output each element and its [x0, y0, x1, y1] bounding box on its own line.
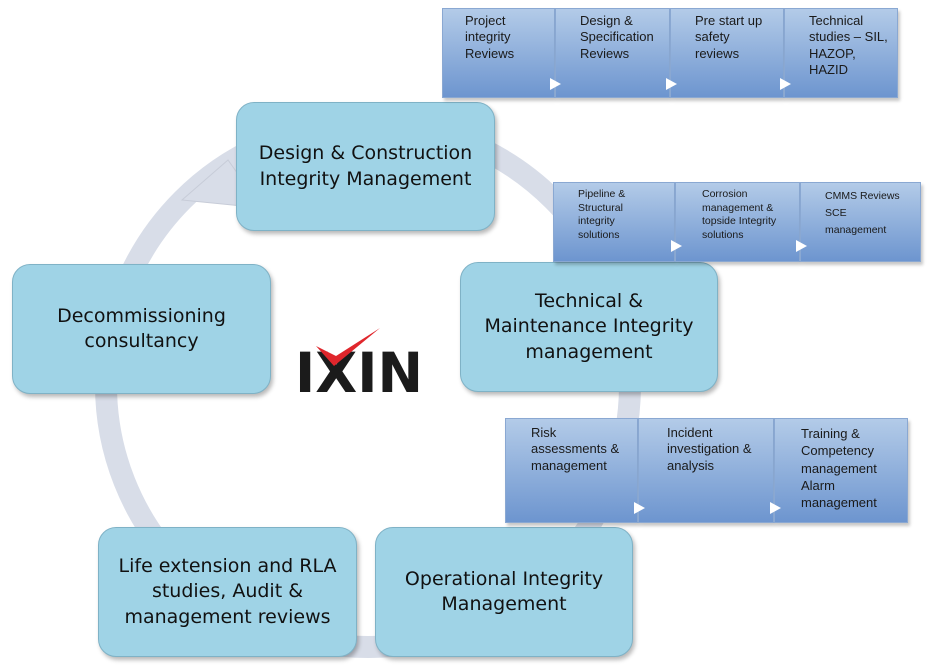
design-sub-text: Technical studies – SIL, HAZOP, HAZID [809, 13, 888, 77]
design-sub-item: Pre start up safety reviews [670, 8, 784, 98]
technical-sub-text: CMMS Reviews SCE management [825, 190, 900, 236]
node-operational-label: Operational Integrity Management [404, 567, 604, 615]
operational-sub-text: Incident investigation & analysis [667, 425, 752, 473]
design-flow-arrow [666, 78, 677, 90]
design-flow-arrow [550, 78, 561, 90]
operational-sub-item: Risk assessments & management [505, 418, 638, 523]
logo-checkmark-icon [316, 328, 380, 366]
operational-sub-text: Risk assessments & management [531, 425, 620, 473]
node-technical-maintenance-label: Technical & Maintenance Integrity manage… [484, 290, 694, 363]
node-design-construction-label: Design & Construction Integrity Manageme… [258, 142, 473, 190]
technical-sub-item: Corrosion management & topside Integrity… [675, 182, 800, 262]
design-sub-text: Pre start up safety reviews [695, 13, 763, 61]
design-sub-item: Project integrity Reviews [442, 8, 555, 98]
design-sub-item: Technical studies – SIL, HAZOP, HAZID [784, 8, 898, 98]
design-sub-text: Design & Specification Reviews [580, 13, 654, 61]
technical-sub-text: Pipeline & Structural integrity solution… [578, 188, 626, 241]
technical-flow-arrow [796, 240, 807, 252]
node-life-extension: Life extension and RLA studies, Audit & … [98, 527, 357, 657]
node-life-extension-label: Life extension and RLA studies, Audit & … [118, 555, 337, 628]
operational-sub-item: Training & Competency management Alarm m… [774, 418, 908, 523]
node-technical-maintenance: Technical & Maintenance Integrity manage… [460, 262, 718, 392]
design-sub-text: Project integrity Reviews [465, 13, 515, 61]
operational-sub-item: Incident investigation & analysis [638, 418, 774, 523]
operational-flow-arrow [770, 502, 781, 514]
technical-sub-item: Pipeline & Structural integrity solution… [553, 182, 675, 262]
technical-flow-arrow [671, 240, 682, 252]
technical-sub-item: CMMS Reviews SCE management [800, 182, 921, 262]
logo-wordmark: IXIN [295, 341, 423, 398]
technical-sub-text: Corrosion management & topside Integrity… [702, 188, 777, 241]
design-sub-item: Design & Specification Reviews [555, 8, 670, 98]
node-operational: Operational Integrity Management [375, 527, 633, 657]
operational-sub-text: Training & Competency management Alarm m… [801, 426, 877, 511]
node-decommissioning-label: Decommissioning consultancy [57, 304, 226, 352]
node-decommissioning: Decommissioning consultancy [12, 264, 271, 394]
operational-flow-arrow [634, 502, 645, 514]
ixin-logo: IXIN [295, 328, 423, 398]
node-design-construction: Design & Construction Integrity Manageme… [236, 102, 495, 231]
design-flow-arrow [780, 78, 791, 90]
